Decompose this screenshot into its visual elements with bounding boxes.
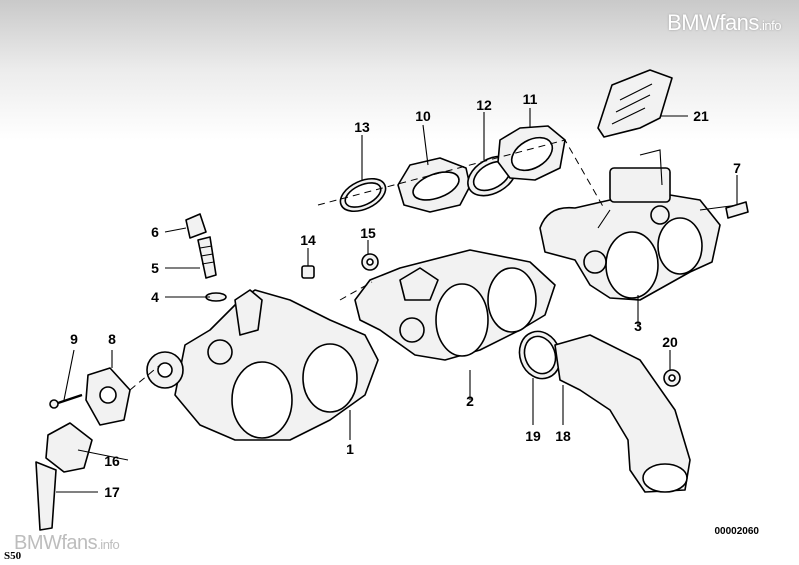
callout-16: 16 bbox=[104, 453, 120, 469]
watermark-bottom: BMWfans.info bbox=[14, 532, 120, 555]
watermark-bottom-brand: BMWfans bbox=[14, 532, 98, 554]
callout-12: 12 bbox=[476, 97, 492, 113]
watermark-top: BMWfans.info bbox=[667, 10, 781, 36]
callout-9: 9 bbox=[70, 331, 78, 347]
part-3-throttle-housing bbox=[539, 149, 739, 301]
callout-11: 11 bbox=[523, 91, 538, 107]
part-17-hose bbox=[35, 461, 57, 531]
callout-19: 19 bbox=[525, 428, 541, 444]
part-11-gasket bbox=[497, 125, 566, 181]
assembly-line-left bbox=[129, 364, 161, 391]
callout-15: 15 bbox=[360, 225, 376, 241]
diagram-code: 00002060 bbox=[714, 526, 760, 537]
callout-labels: 1 2 3 4 5 6 7 8 9 10 11 12 13 14 15 16 1… bbox=[70, 91, 741, 500]
assembly-line-top bbox=[317, 139, 606, 211]
part-7-pin bbox=[725, 201, 749, 219]
callout-14: 14 bbox=[300, 232, 316, 248]
callout-10: 10 bbox=[415, 108, 431, 124]
part-15-nut bbox=[361, 253, 379, 271]
part-13-gasket bbox=[339, 177, 387, 213]
part-6-cap bbox=[185, 213, 207, 239]
callout-17: 17 bbox=[104, 484, 120, 500]
callout-13: 13 bbox=[354, 119, 370, 135]
part-2-intake-middle bbox=[354, 249, 556, 361]
corner-label: S50 bbox=[4, 550, 22, 562]
callout-5: 5 bbox=[151, 260, 159, 276]
callout-21: 21 bbox=[693, 108, 709, 124]
part-20-nut bbox=[663, 369, 681, 387]
watermark-top-brand: BMWfans bbox=[667, 10, 759, 35]
part-10-gasket bbox=[397, 157, 471, 213]
callout-6: 6 bbox=[151, 224, 159, 240]
part-19-gasket bbox=[518, 330, 562, 380]
callout-18: 18 bbox=[555, 428, 571, 444]
callout-3: 3 bbox=[634, 318, 642, 334]
callout-20: 20 bbox=[662, 334, 678, 350]
part-14-plug bbox=[301, 265, 315, 279]
watermark-top-suffix: .info bbox=[758, 18, 782, 33]
part-9-screw bbox=[49, 393, 83, 409]
part-21-shield bbox=[597, 69, 673, 138]
part-16-connector bbox=[45, 422, 93, 473]
callout-1: 1 bbox=[346, 441, 354, 457]
part-8-sensor bbox=[85, 367, 131, 426]
callout-8: 8 bbox=[108, 331, 116, 347]
callout-4: 4 bbox=[151, 289, 159, 305]
part-1-throttle-housing bbox=[146, 289, 379, 441]
callout-7: 7 bbox=[733, 160, 741, 176]
part-5-valve bbox=[197, 236, 217, 279]
assembly-line-middle bbox=[339, 281, 373, 301]
leader-lines bbox=[56, 108, 738, 493]
part-18-elbow bbox=[554, 334, 691, 493]
watermark-bottom-suffix: .info bbox=[97, 537, 120, 552]
callout-2: 2 bbox=[466, 393, 474, 409]
